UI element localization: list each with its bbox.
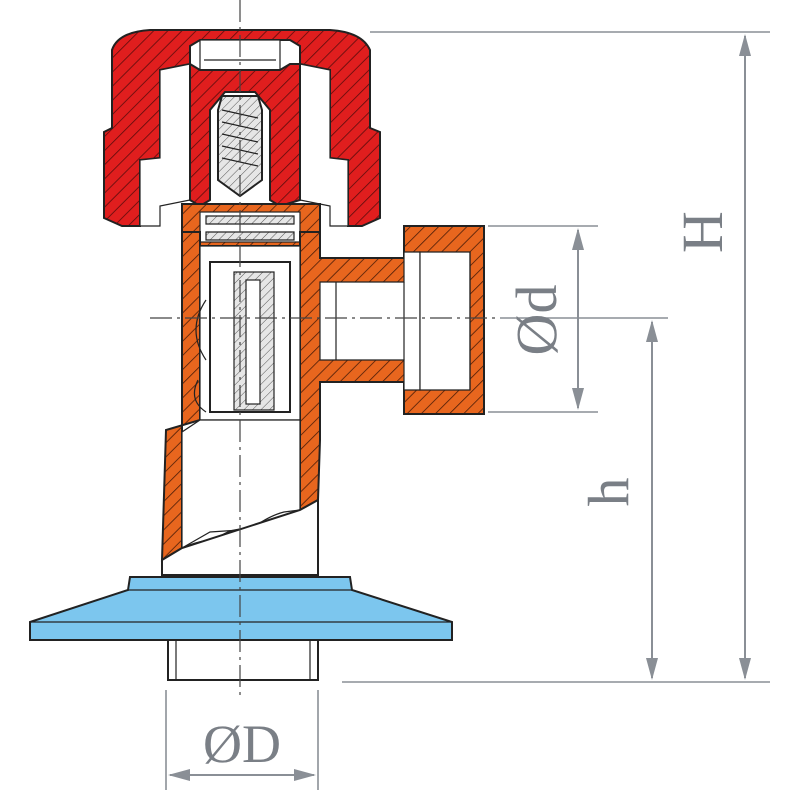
decorative-flange <box>29 576 453 641</box>
valve-body <box>160 203 485 562</box>
label-h: h <box>576 478 641 507</box>
threaded-spigot <box>167 639 319 681</box>
handle-cap <box>103 29 381 227</box>
label-inlet-diameter: ØD <box>203 714 281 774</box>
label-H: H <box>670 211 735 253</box>
label-outlet-diameter: Ød <box>504 285 569 356</box>
center-lines <box>150 0 500 700</box>
dimension-lines <box>165 31 770 790</box>
